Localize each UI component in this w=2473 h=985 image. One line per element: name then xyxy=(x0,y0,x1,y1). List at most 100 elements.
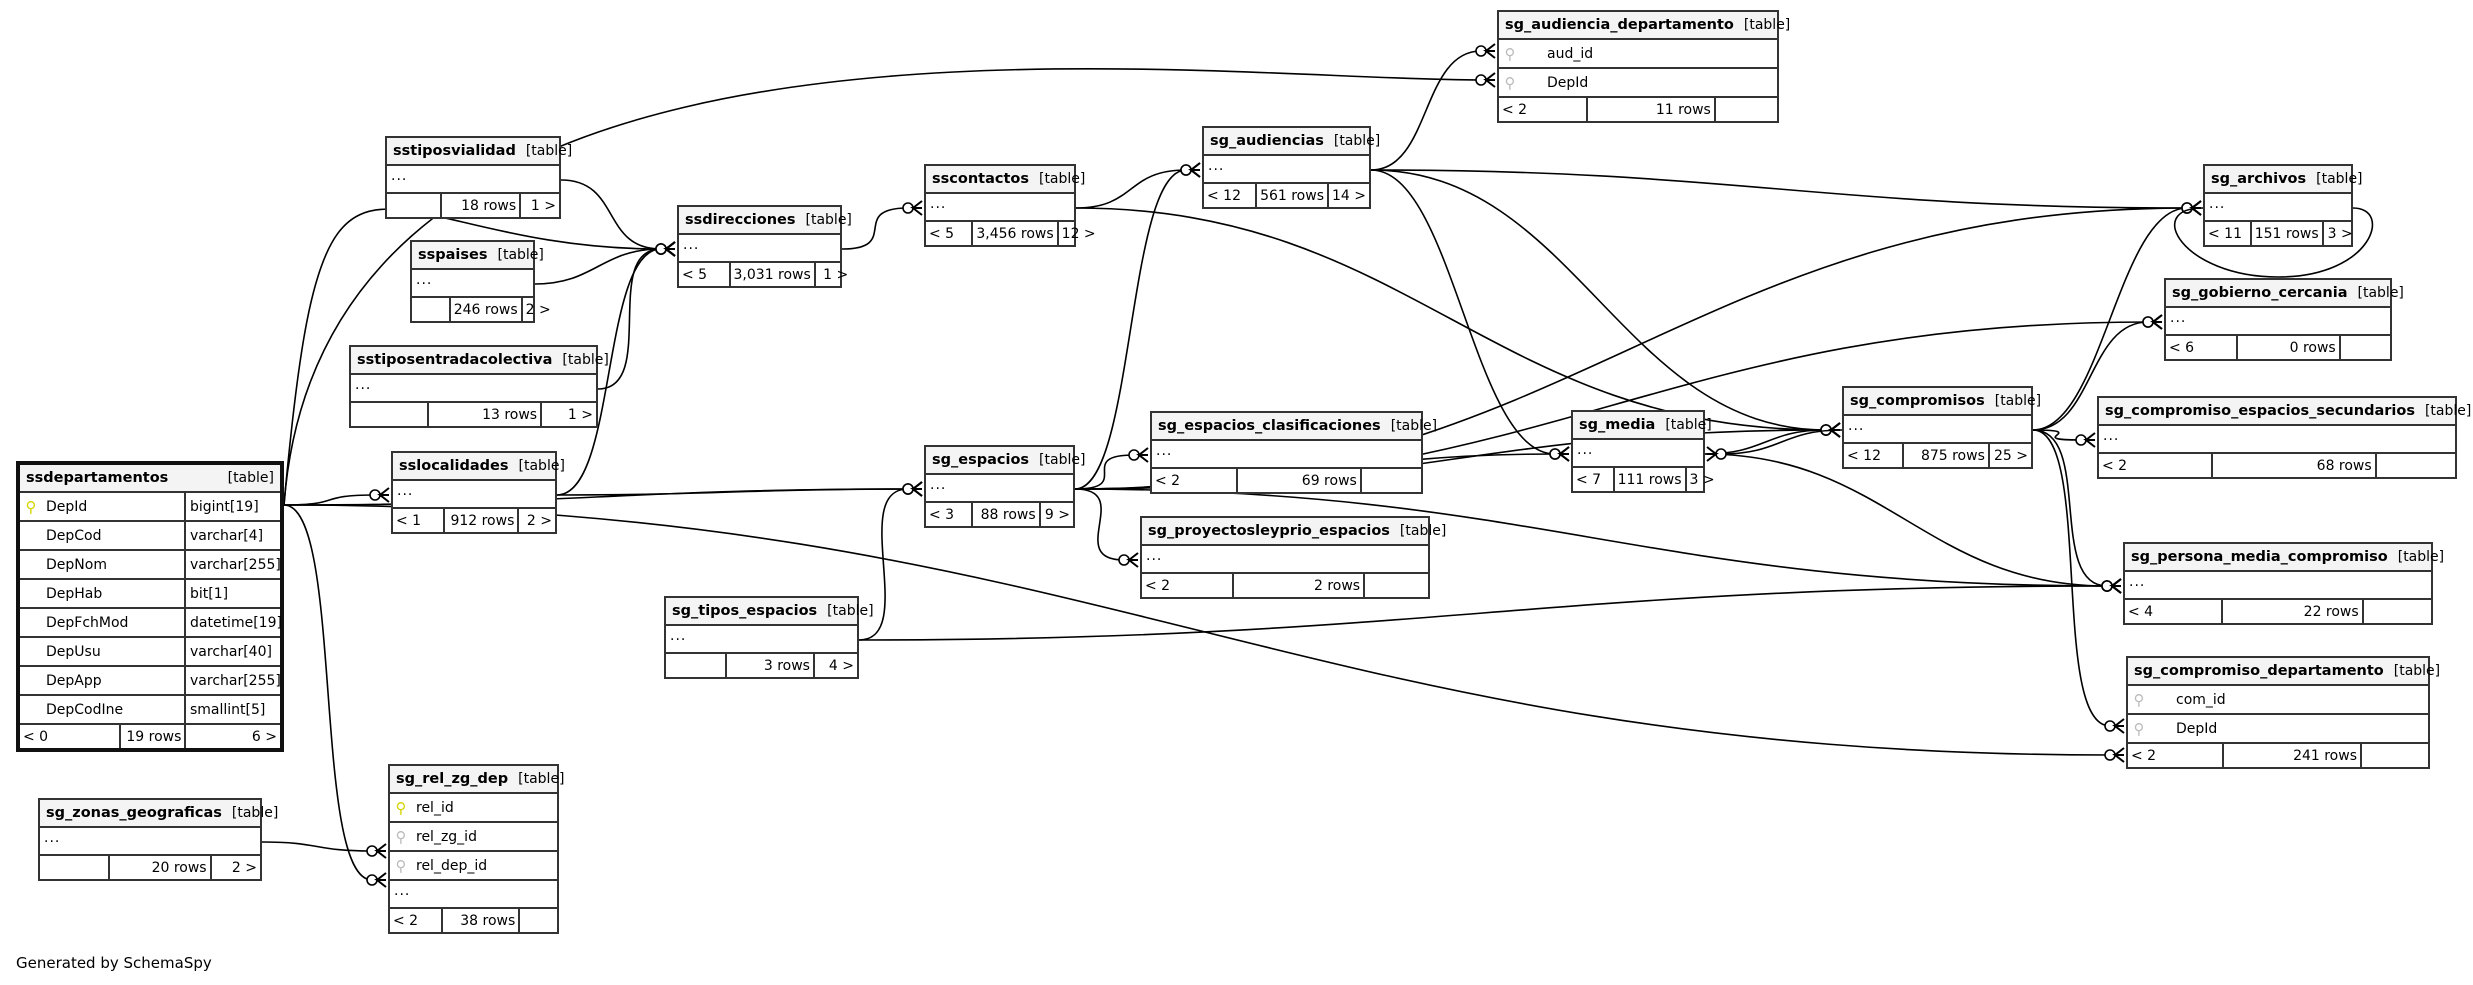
collapsed-columns[interactable]: ... xyxy=(2166,308,2390,336)
table-header[interactable]: sslocalidades[table] xyxy=(393,453,565,481)
more-columns[interactable]: ... xyxy=(390,881,557,909)
table-header[interactable]: sg_audiencia_departamento[table] xyxy=(1499,12,1790,40)
table-sg-compromiso-espacios-secundarios[interactable]: sg_compromiso_espacios_secundarios[table… xyxy=(2097,396,2471,479)
parent-count[interactable] xyxy=(387,194,443,217)
parent-count[interactable]: < 11 xyxy=(2205,222,2252,245)
table-name[interactable]: sg_zonas_geograficas xyxy=(46,805,222,821)
collapsed-columns[interactable]: ... xyxy=(1844,416,2031,444)
column-row[interactable]: ⚲rel_id xyxy=(390,794,557,823)
table-name[interactable]: sg_compromiso_departamento xyxy=(2134,663,2384,679)
child-count[interactable]: 25 > xyxy=(1994,447,2028,464)
collapsed-columns[interactable]: ... xyxy=(40,828,260,856)
collapsed-columns[interactable]: ... xyxy=(387,166,559,194)
column-row[interactable]: ⚲rel_zg_id xyxy=(390,823,557,852)
table-header[interactable]: sscontactos[table] xyxy=(926,166,1085,194)
table-sstiposentradacolectiva[interactable]: sstiposentradacolectiva[table]...13 rows… xyxy=(349,345,609,428)
column-row[interactable]: ⚲com_id xyxy=(2128,686,2428,715)
table-sg-rel-zg-dep[interactable]: sg_rel_zg_dep[table]⚲rel_id⚲rel_zg_id⚲re… xyxy=(388,764,565,934)
parent-count[interactable]: < 7 xyxy=(1573,468,1615,491)
table-name[interactable]: ssdirecciones xyxy=(685,212,796,228)
parent-count[interactable]: < 5 xyxy=(679,263,731,286)
child-count[interactable]: 2 > xyxy=(525,301,551,318)
parent-count[interactable]: < 2 xyxy=(390,909,444,932)
table-sg-proyectosleyprio-espacios[interactable]: sg_proyectosleyprio_espacios[table]...< … xyxy=(1140,516,1446,599)
child-count[interactable] xyxy=(520,909,557,932)
child-count[interactable] xyxy=(1365,574,1428,597)
child-count[interactable]: 2 > xyxy=(231,859,257,876)
parent-count[interactable]: < 2 xyxy=(2099,454,2213,477)
parent-count[interactable]: < 12 xyxy=(1204,184,1257,207)
table-header[interactable]: sg_archivos[table] xyxy=(2205,166,2363,194)
table-header[interactable]: sg_zonas_geograficas[table] xyxy=(40,800,278,828)
collapsed-columns[interactable]: ... xyxy=(2205,194,2351,222)
child-count[interactable] xyxy=(2341,336,2390,359)
table-header[interactable]: sg_gobierno_cercania[table] xyxy=(2166,280,2404,308)
child-count[interactable] xyxy=(1362,469,1421,492)
parent-count[interactable]: < 3 xyxy=(926,503,974,526)
table-sg-audiencia-departamento[interactable]: sg_audiencia_departamento[table]⚲aud_id⚲… xyxy=(1497,10,1790,123)
table-name[interactable]: ssdepartamentos xyxy=(26,470,169,486)
table-name[interactable]: sg_tipos_espacios xyxy=(672,603,818,619)
collapsed-columns[interactable]: ... xyxy=(1573,440,1703,468)
table-sg-espacios-clasificaciones[interactable]: sg_espacios_clasificaciones[table]...< 2… xyxy=(1150,411,1437,494)
table-header[interactable]: sg_audiencias[table] xyxy=(1204,128,1380,156)
collapsed-columns[interactable]: ... xyxy=(1142,546,1428,574)
table-header[interactable]: sstiposvialidad[table] xyxy=(387,138,572,166)
table-name[interactable]: sstiposvialidad xyxy=(393,143,516,159)
collapsed-columns[interactable]: ... xyxy=(679,235,840,263)
child-count[interactable] xyxy=(2364,600,2431,623)
child-count[interactable]: 3 > xyxy=(2327,225,2353,242)
table-name[interactable]: sg_archivos xyxy=(2211,171,2307,187)
parent-count[interactable]: < 12 xyxy=(1844,444,1904,467)
parent-count[interactable]: < 2 xyxy=(1152,469,1239,492)
child-count[interactable]: 1 > xyxy=(567,406,593,423)
table-header[interactable]: sg_rel_zg_dep[table] xyxy=(390,766,565,794)
table-header[interactable]: sg_proyectosleyprio_espacios[table] xyxy=(1142,518,1446,546)
parent-count[interactable]: < 5 xyxy=(926,222,974,245)
table-header[interactable]: sg_persona_media_compromiso[table] xyxy=(2125,544,2444,572)
child-count[interactable]: 3 > xyxy=(1689,471,1715,488)
table-name[interactable]: sspaises xyxy=(418,247,488,263)
table-header[interactable]: ssdepartamentos[table] xyxy=(20,465,280,493)
table-name[interactable]: sg_gobierno_cercania xyxy=(2172,285,2348,301)
child-count[interactable]: 14 > xyxy=(1332,187,1366,204)
child-count[interactable] xyxy=(2377,454,2455,477)
table-header[interactable]: sstiposentradacolectiva[table] xyxy=(351,347,609,375)
child-count[interactable]: 1 > xyxy=(530,197,556,214)
child-count[interactable] xyxy=(1716,98,1777,121)
table-header[interactable]: sg_media[table] xyxy=(1573,412,1712,440)
table-name[interactable]: sg_compromisos xyxy=(1850,393,1985,409)
child-count[interactable]: 4 > xyxy=(828,657,854,674)
collapsed-columns[interactable]: ... xyxy=(351,375,596,403)
collapsed-columns[interactable]: ... xyxy=(1204,156,1369,184)
table-name[interactable]: sscontactos xyxy=(932,171,1029,187)
child-count[interactable] xyxy=(2362,744,2428,767)
child-count[interactable]: 2 > xyxy=(526,512,552,529)
table-name[interactable]: sg_espacios xyxy=(932,452,1030,468)
table-name[interactable]: sg_audiencias xyxy=(1210,133,1324,149)
table-name[interactable]: sg_espacios_clasificaciones xyxy=(1158,418,1381,434)
table-name[interactable]: sg_media xyxy=(1579,417,1656,433)
collapsed-columns[interactable]: ... xyxy=(926,475,1073,503)
collapsed-columns[interactable]: ... xyxy=(393,481,555,509)
table-name[interactable]: sg_rel_zg_dep xyxy=(396,771,509,787)
table-header[interactable]: sg_compromiso_espacios_secundarios[table… xyxy=(2099,398,2471,426)
